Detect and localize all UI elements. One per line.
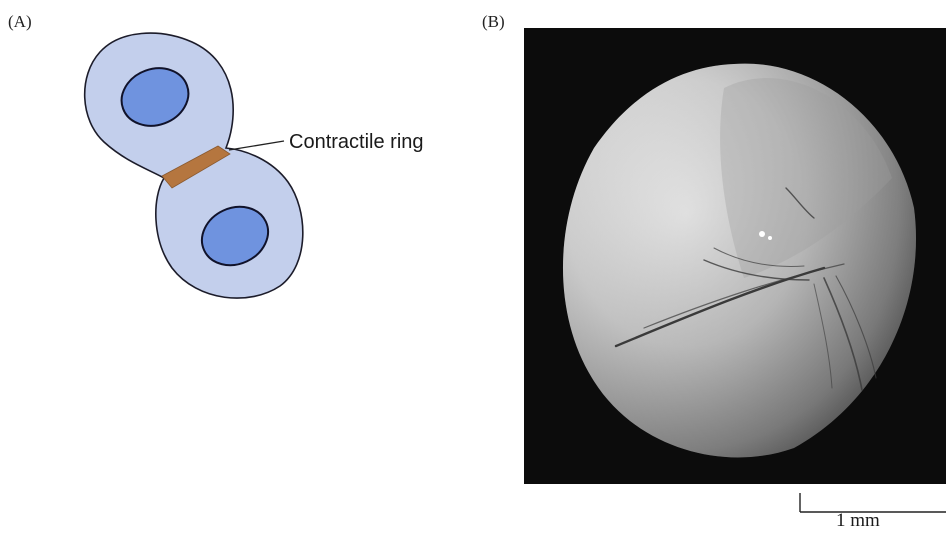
- scale-bar-label: 1 mm: [836, 510, 880, 532]
- electron-micrograph: [524, 28, 946, 484]
- surface-speck: [759, 231, 765, 237]
- panel-label-b: (B): [482, 12, 505, 32]
- dividing-cell-diagram: [0, 0, 470, 537]
- callout-leader-line: [229, 141, 284, 150]
- egg-image: [524, 28, 946, 484]
- contractile-ring-label: Contractile ring: [289, 131, 424, 154]
